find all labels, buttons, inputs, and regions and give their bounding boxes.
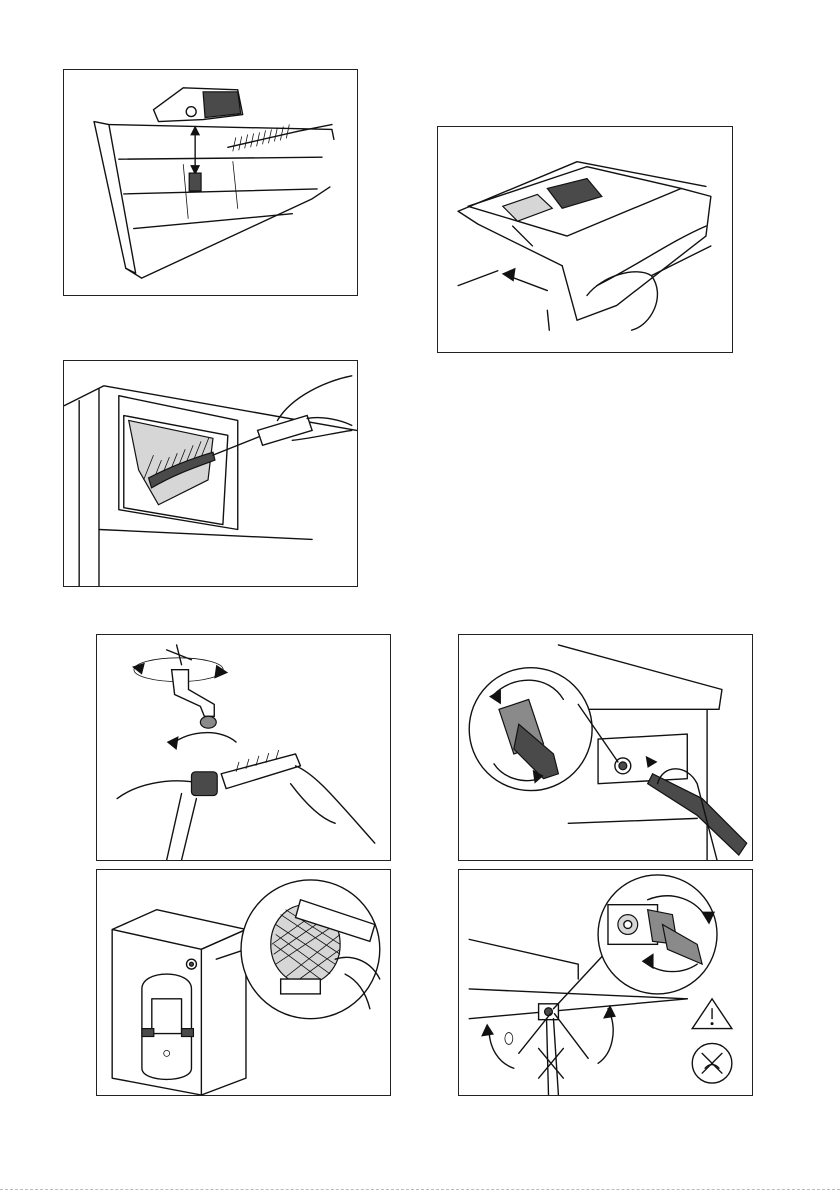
- figure-unscrew-inlet-hose: [458, 634, 753, 861]
- tap-hose-filter-illustration: [97, 635, 390, 860]
- brush-dispenser-recess-illustration: [64, 361, 357, 586]
- refit-hose-warning-illustration: [459, 870, 752, 1095]
- insert-drawer-illustration: [438, 127, 732, 352]
- dispenser-siphon-illustration: [64, 70, 357, 295]
- figure-remove-siphon: [63, 69, 358, 296]
- figure-insert-drawer: [437, 126, 733, 353]
- valve-filter-cleaning-illustration: [97, 870, 390, 1095]
- figure-clean-tap-filter: [96, 634, 391, 861]
- figure-brush-recess: [63, 360, 358, 587]
- unscrew-inlet-hose-illustration: [459, 635, 752, 860]
- page-footer-rule: [0, 1189, 840, 1190]
- figure-clean-valve-filter: [96, 869, 391, 1096]
- figure-refit-hose: [458, 869, 753, 1096]
